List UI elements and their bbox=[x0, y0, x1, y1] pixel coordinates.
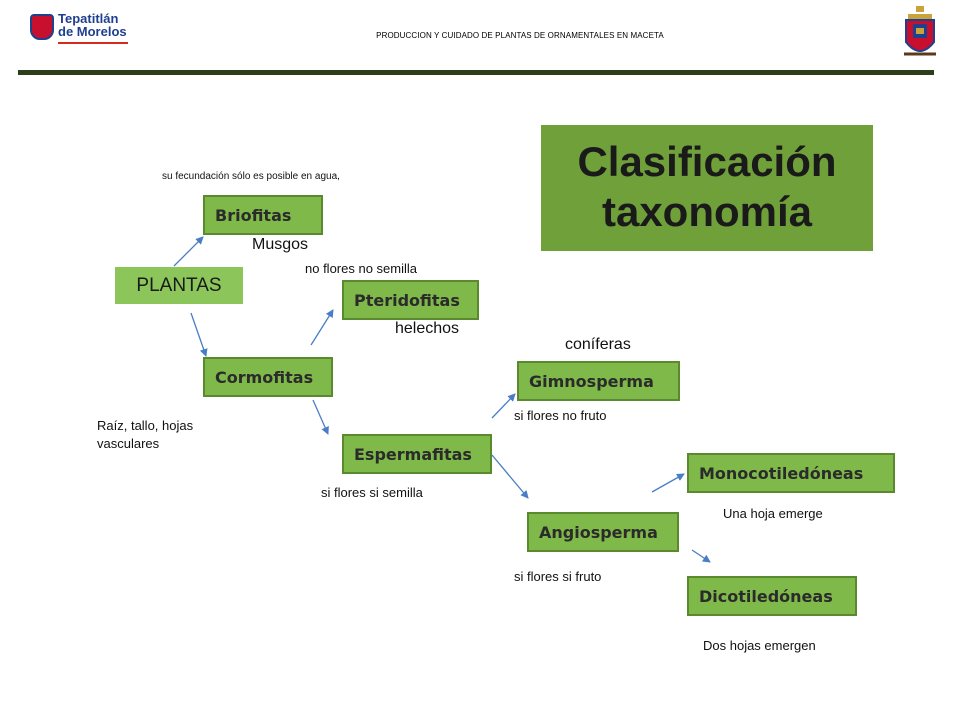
node-briofitas: Briofitas bbox=[203, 195, 323, 235]
university-crest-icon bbox=[904, 6, 936, 56]
logo-underline bbox=[58, 42, 128, 44]
node-pteridofitas: Pteridofitas bbox=[342, 280, 479, 320]
note-dos-hojas: Dos hojas emergen bbox=[703, 638, 816, 653]
title-line-2: taxonomía bbox=[601, 188, 813, 235]
note-si-flores-si-semilla: si flores si semilla bbox=[321, 485, 423, 500]
note-helechos: helechos bbox=[395, 320, 460, 337]
node-plantas: PLANTAS bbox=[115, 267, 243, 304]
header-divider bbox=[18, 70, 934, 75]
node-gimnosperma: Gimnosperma bbox=[517, 361, 680, 401]
header-title: PRODUCCION Y CUIDADO DE PLANTAS DE ORNAM… bbox=[376, 31, 664, 40]
node-dicotiledoneas: Dicotiledóneas bbox=[687, 576, 857, 616]
node-monocotiledoneas: Monocotiledóneas bbox=[687, 453, 895, 493]
arrow-cormofitas-espermafitas bbox=[312, 399, 329, 435]
note-si-flores-no-fruto: si flores no fruto bbox=[514, 408, 607, 423]
coat-of-arms-icon bbox=[30, 14, 54, 40]
node-angiosperma: Angiosperma bbox=[527, 512, 679, 552]
node-cormofitas: Cormofitas bbox=[203, 357, 333, 397]
note-musgos: Musgos bbox=[252, 236, 309, 253]
note-raiz-line1: Raíz, tallo, hojas bbox=[97, 418, 194, 433]
arrow-angiosperma-dicotiledoneas bbox=[691, 549, 711, 563]
arrow-plantas-briofitas bbox=[173, 236, 204, 267]
title-box: Clasificación taxonomía bbox=[541, 125, 873, 251]
arrow-plantas-cormofitas bbox=[190, 312, 208, 357]
arrow-espermafitas-gimnosperma bbox=[491, 393, 516, 419]
title-line-1: Clasificación bbox=[577, 138, 837, 185]
arrow-cormofitas-pteridofitas bbox=[310, 309, 334, 346]
note-una-hoja: Una hoja emerge bbox=[723, 506, 823, 521]
note-fecundacion: su fecundación sólo es posible en agua, bbox=[162, 171, 340, 182]
node-espermafitas: Espermafitas bbox=[342, 434, 492, 474]
note-coniferas: coníferas bbox=[565, 336, 631, 353]
note-no-flores-no-semilla: no flores no semilla bbox=[305, 261, 417, 276]
arrow-espermafitas-angiosperma bbox=[491, 454, 529, 499]
note-raiz-line2: vasculares bbox=[97, 436, 160, 451]
arrow-angiosperma-monocotiledoneas bbox=[651, 473, 685, 493]
note-si-flores-si-fruto: si flores si fruto bbox=[514, 569, 602, 584]
